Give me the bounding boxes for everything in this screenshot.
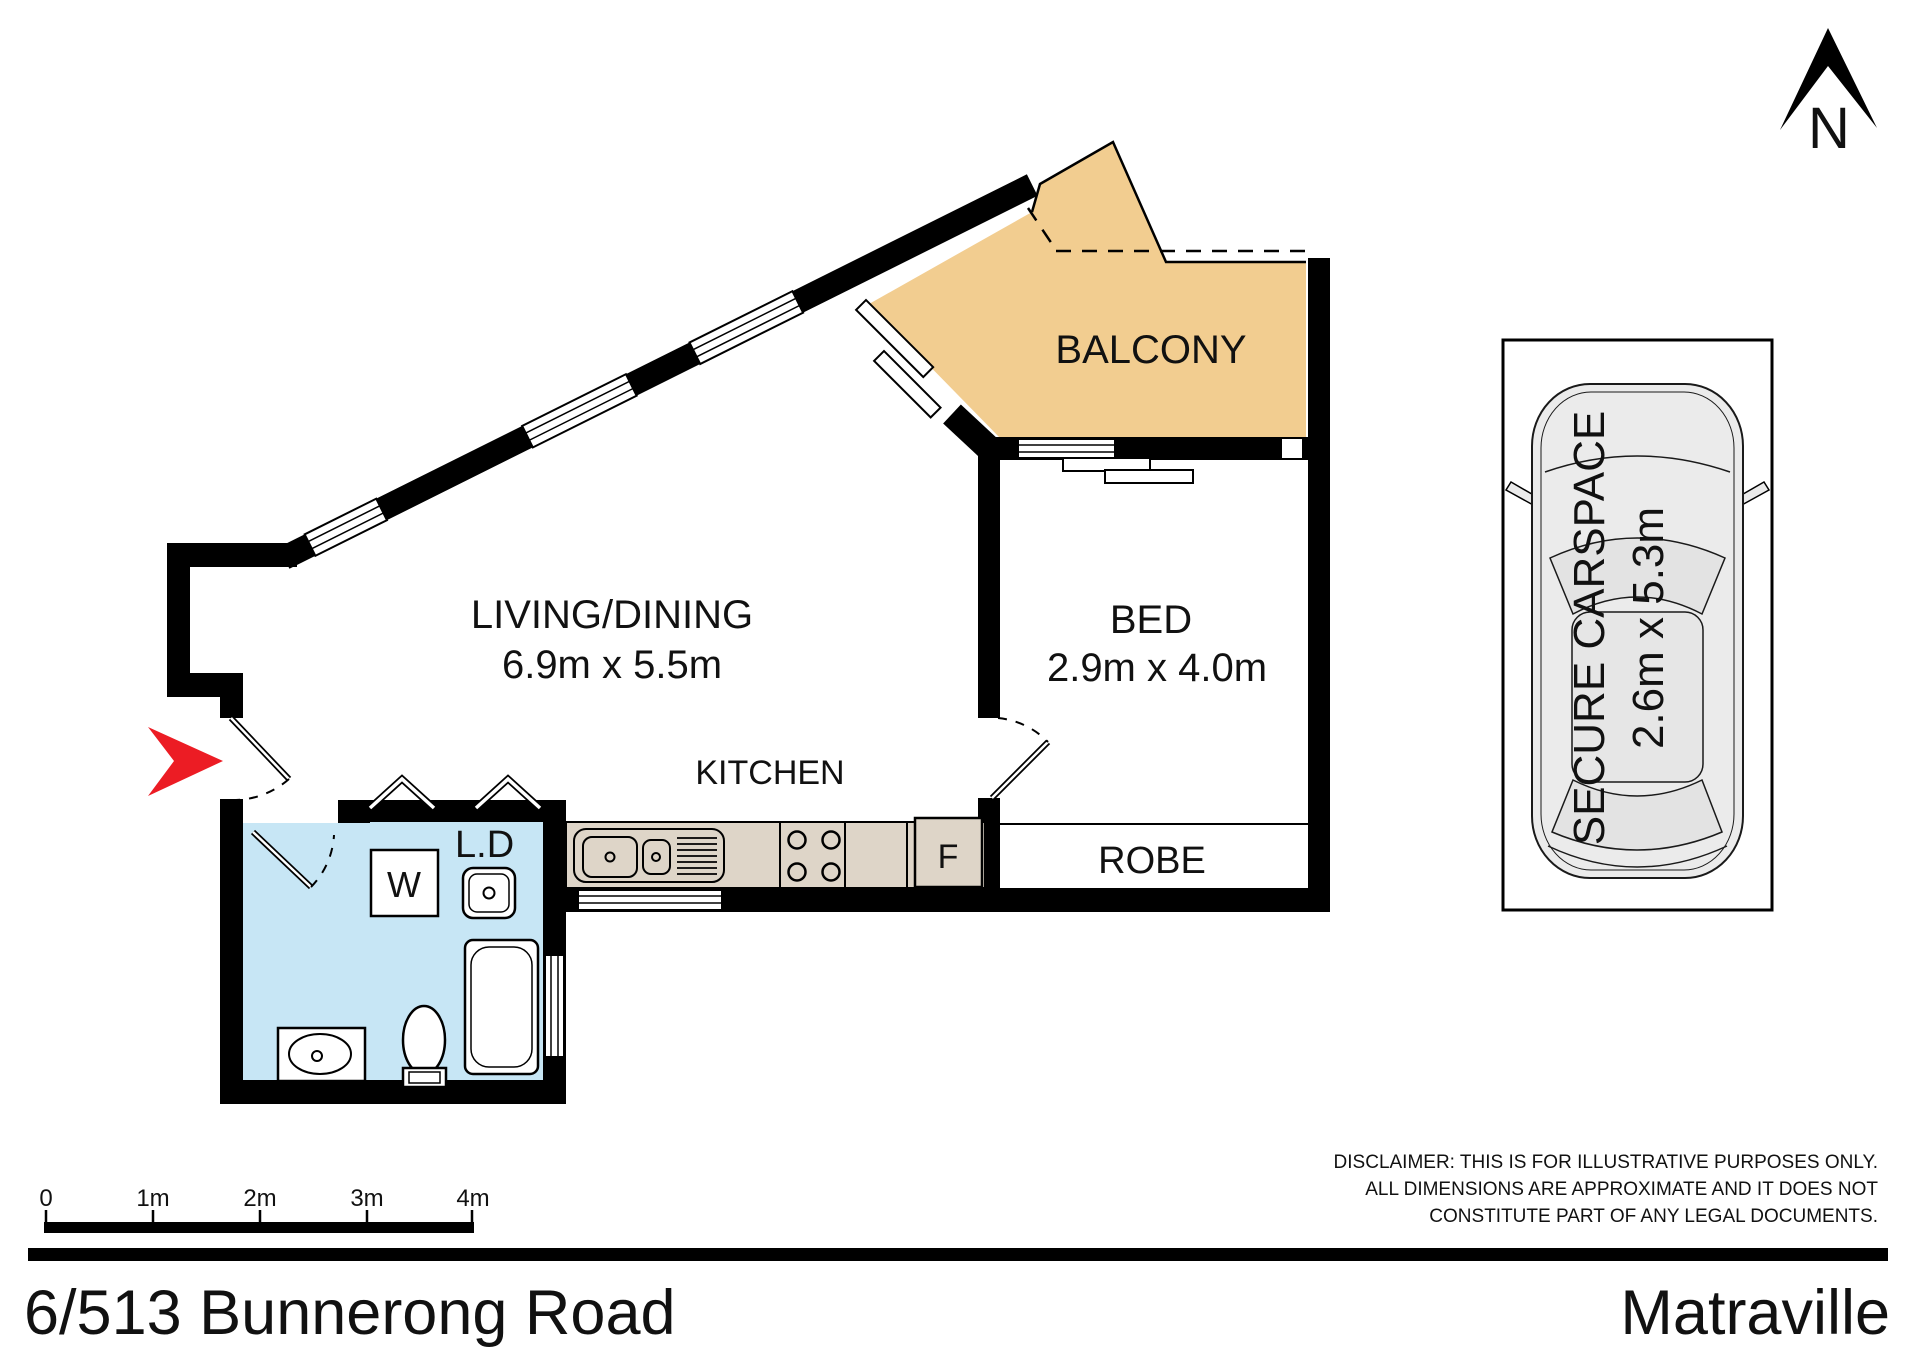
balcony-outline xyxy=(1030,140,1306,264)
footer-divider xyxy=(28,1248,1888,1261)
wall-bathroom-bottom xyxy=(220,1080,566,1104)
robe: ROBE xyxy=(1000,823,1308,882)
balcony-door-post xyxy=(943,404,1005,465)
disclaimer-line-1: DISCLAIMER: THIS IS FOR ILLUSTRATIVE PUR… xyxy=(1334,1152,1878,1173)
toilet-icon xyxy=(401,1004,448,1089)
wall-bed-left xyxy=(978,437,1000,718)
diagonal-window-1 xyxy=(303,497,389,558)
wall-laundry-top xyxy=(348,800,566,822)
fridge-label: F xyxy=(938,838,959,876)
bed-dims: 2.9m x 4.0m xyxy=(1047,646,1267,690)
north-label: N xyxy=(1808,96,1850,161)
kitchen-label: KITCHEN xyxy=(695,754,844,792)
bed-balcony-window xyxy=(1017,438,1116,459)
robe-label: ROBE xyxy=(1098,840,1206,882)
carspace-title: SECURE CARSPACE xyxy=(1565,411,1614,845)
vanity-icon xyxy=(276,1026,367,1083)
disclaimer: DISCLAIMER: THIS IS FOR ILLUSTRATIVE PUR… xyxy=(1334,1152,1879,1227)
wall-left-step xyxy=(167,673,243,697)
bathroom-door xyxy=(250,829,335,890)
scale-ticks xyxy=(44,1210,474,1222)
scale-bar-rule xyxy=(44,1222,474,1233)
washer-icon: W xyxy=(369,848,440,918)
sink-icon xyxy=(573,828,725,883)
scale-label-1: 1m xyxy=(136,1185,169,1212)
scale-bar: 0 1m 2m 3m 4m xyxy=(39,1185,490,1233)
washer-label: W xyxy=(387,864,421,905)
bifold-doors xyxy=(367,774,543,811)
scale-label-0: 0 xyxy=(39,1185,52,1212)
bathroom-window xyxy=(544,954,565,1058)
kitchen-window xyxy=(577,889,723,911)
balcony-room: BALCONY xyxy=(869,140,1306,438)
north-arrow-icon: N xyxy=(1780,28,1877,161)
carspace: SECURE CARSPACE 2.6m x 5.3m xyxy=(1501,338,1774,912)
entry-door xyxy=(228,715,292,801)
bathtub-icon xyxy=(463,938,540,1076)
bedroom-door xyxy=(989,717,1051,801)
cooktop-icon xyxy=(787,830,841,882)
wall-laundry-right xyxy=(543,822,566,944)
scale-label-4: 4m xyxy=(456,1185,489,1212)
disclaimer-line-3: CONSTITUTE PART OF ANY LEGAL DOCUMENTS. xyxy=(1429,1206,1878,1227)
doors xyxy=(228,715,1051,890)
windows xyxy=(544,298,1302,1058)
diagonal-window-2 xyxy=(520,372,638,449)
laundry-tub-icon xyxy=(461,866,517,920)
bed-wall-gap xyxy=(1282,439,1302,458)
living-label: LIVING/DINING xyxy=(471,593,753,637)
disclaimer-line-2: ALL DIMENSIONS ARE APPROXIMATE AND IT DO… xyxy=(1365,1179,1878,1200)
suburb-title: Matraville xyxy=(1620,1278,1890,1348)
bench-dividers xyxy=(779,822,908,888)
scale-label-3: 3m xyxy=(350,1185,383,1212)
kitchen-area: F KITCHEN xyxy=(565,754,986,889)
scale-label-2: 2m xyxy=(243,1185,276,1212)
laundry-label: L.D xyxy=(455,824,514,866)
balcony-slider-panel-1 xyxy=(854,298,935,379)
car-icon xyxy=(1504,383,1771,879)
balcony-overhang-dashed-line xyxy=(1026,207,1305,253)
fridge-icon: F xyxy=(913,816,984,889)
diagonal-window-3 xyxy=(688,289,805,366)
entry-door-post-top xyxy=(220,697,243,718)
balcony-label: BALCONY xyxy=(1055,328,1246,372)
entry-arrow-icon xyxy=(148,727,223,796)
diagonal-wall xyxy=(278,174,1038,569)
address-title: 6/513 Bunnerong Road xyxy=(24,1278,676,1348)
bathroom: W L.D xyxy=(243,822,543,1089)
balcony-slider-panel-2 xyxy=(872,349,942,419)
wall-left xyxy=(167,543,190,697)
sliding-panel-2 xyxy=(1104,469,1194,484)
bed-label: BED xyxy=(1110,598,1192,642)
living-dims: 6.9m x 5.5m xyxy=(502,643,722,687)
wall-right xyxy=(1308,258,1330,912)
balcony-floor xyxy=(869,142,1306,438)
wall-bathroom-left xyxy=(220,799,243,1104)
carspace-dims: 2.6m x 5.3m xyxy=(1624,507,1673,749)
